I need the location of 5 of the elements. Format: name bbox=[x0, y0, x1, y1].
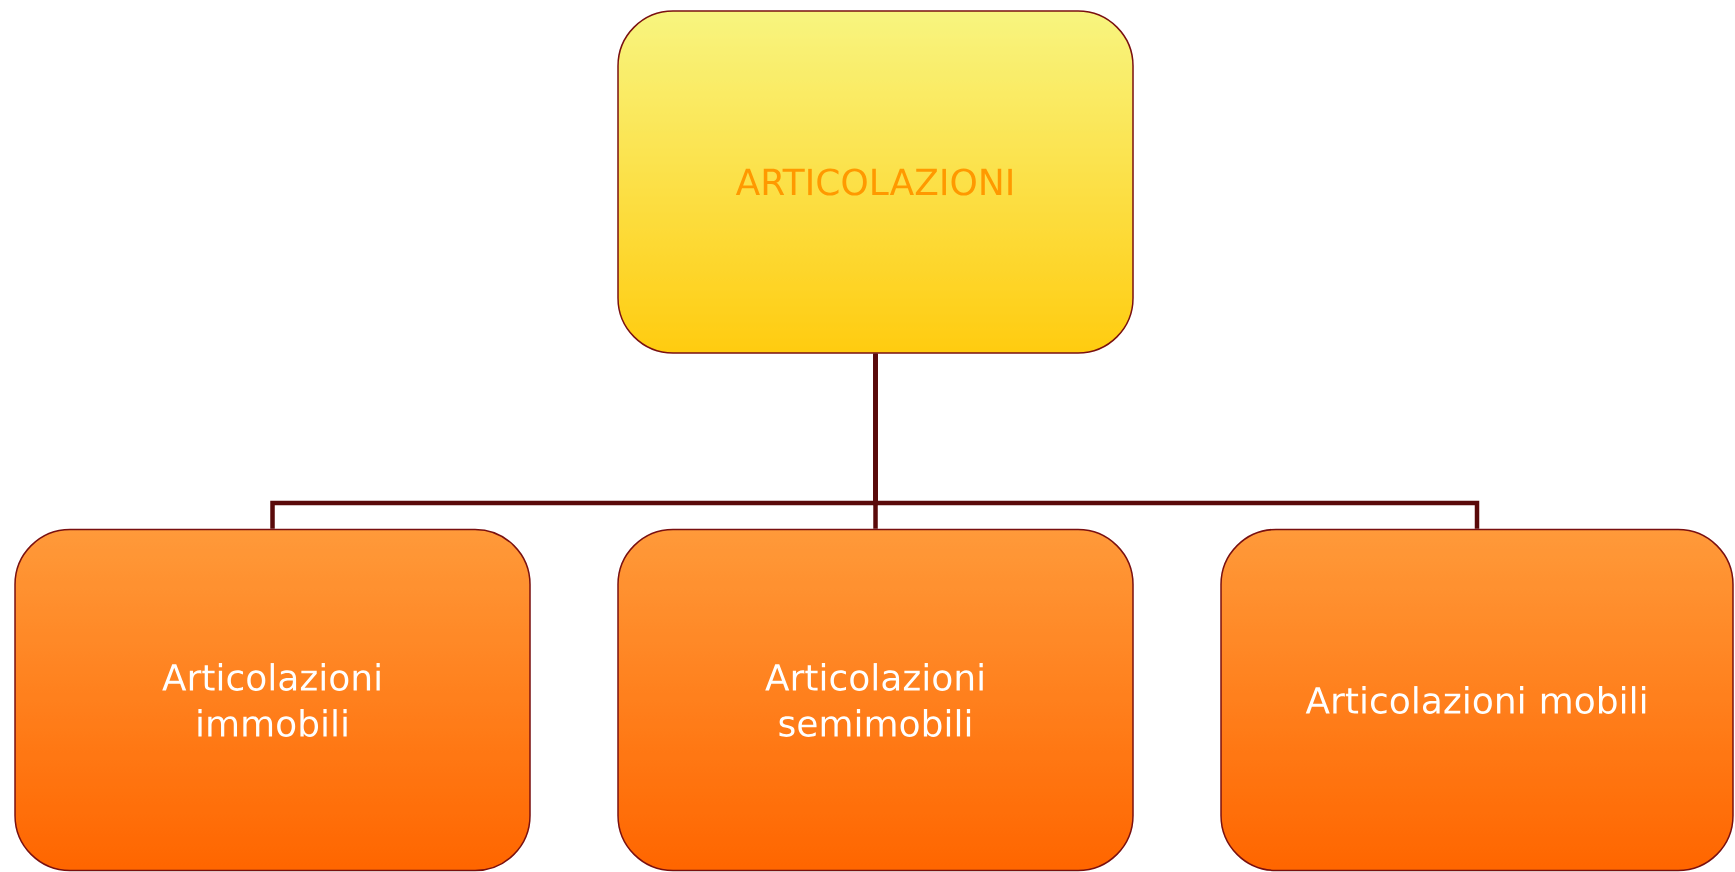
title-box: ARTICOLAZIONI bbox=[617, 10, 1134, 354]
category-box: Articolazioni immobili bbox=[14, 528, 531, 872]
category-box: Articolazioni semimobili bbox=[617, 528, 1134, 872]
category-box: Articolazioni mobili bbox=[1220, 528, 1734, 872]
connector-line bbox=[873, 353, 1480, 529]
